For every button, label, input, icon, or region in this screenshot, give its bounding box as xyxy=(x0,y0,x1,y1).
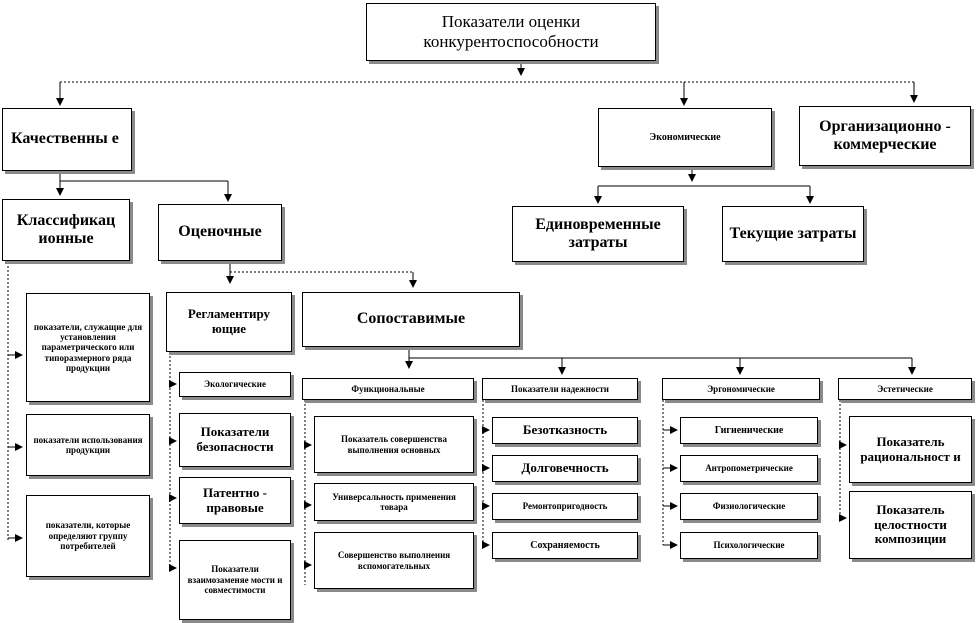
classification-node: Классификац ионные xyxy=(2,199,130,261)
aesthetic-item: Показатель целостности композиции xyxy=(849,491,972,559)
ergonomic-group-header: Эргономические xyxy=(662,378,820,400)
regulated-item: Экологические xyxy=(179,372,291,397)
one-time-costs-node: Единовременные затраты xyxy=(512,206,684,262)
regulated-item: Показатели безопасности xyxy=(179,413,291,467)
ergonomic-item: Физиологические xyxy=(680,493,818,520)
evaluative-node: Оценочные xyxy=(158,204,282,261)
regulated-item: Показатели взаимозаменяе мости и совмест… xyxy=(179,540,291,620)
ergonomic-item: Антропометрические xyxy=(680,455,818,482)
regulated-node: Регламентиру ющие xyxy=(166,292,292,352)
ergonomic-item: Гигиенические xyxy=(680,417,818,444)
classification-item: показатели, служащие для установления па… xyxy=(26,293,150,402)
functional-item: Показатель совершенства выполнения основ… xyxy=(314,416,474,473)
qualitative-node: Качественны е xyxy=(2,108,132,171)
reliability-item: Ремонтопригодность xyxy=(492,493,638,520)
organizational-node: Организационно - коммерческие xyxy=(799,106,971,166)
classification-item: показатели использования продукции xyxy=(26,414,150,476)
functional-item: Универсальность применения товара xyxy=(314,483,474,521)
functional-item: Совершенство выполнения вспомогательных xyxy=(314,532,474,589)
ergonomic-item: Психологические xyxy=(680,532,818,559)
functional-group-header: Функциональные xyxy=(302,378,474,400)
current-costs-node: Текущие затраты xyxy=(722,206,864,262)
regulated-item: Патентно - правовые xyxy=(179,477,291,524)
reliability-item: Сохраняемость xyxy=(492,532,638,559)
aesthetic-item: Показатель рациональност и xyxy=(849,416,972,483)
reliability-item: Долговечность xyxy=(492,455,638,482)
aesthetic-group-header: Эстетические xyxy=(838,378,972,400)
economic-node: Экономические xyxy=(598,108,772,167)
comparable-node: Сопоставимые xyxy=(302,292,520,347)
root-node: Показатели оценки конкурентоспособности xyxy=(366,3,656,61)
reliability-group-header: Показатели надежности xyxy=(482,378,638,400)
classification-item: показатели, которые определяют группу по… xyxy=(26,495,150,577)
reliability-item: Безотказность xyxy=(492,417,638,444)
